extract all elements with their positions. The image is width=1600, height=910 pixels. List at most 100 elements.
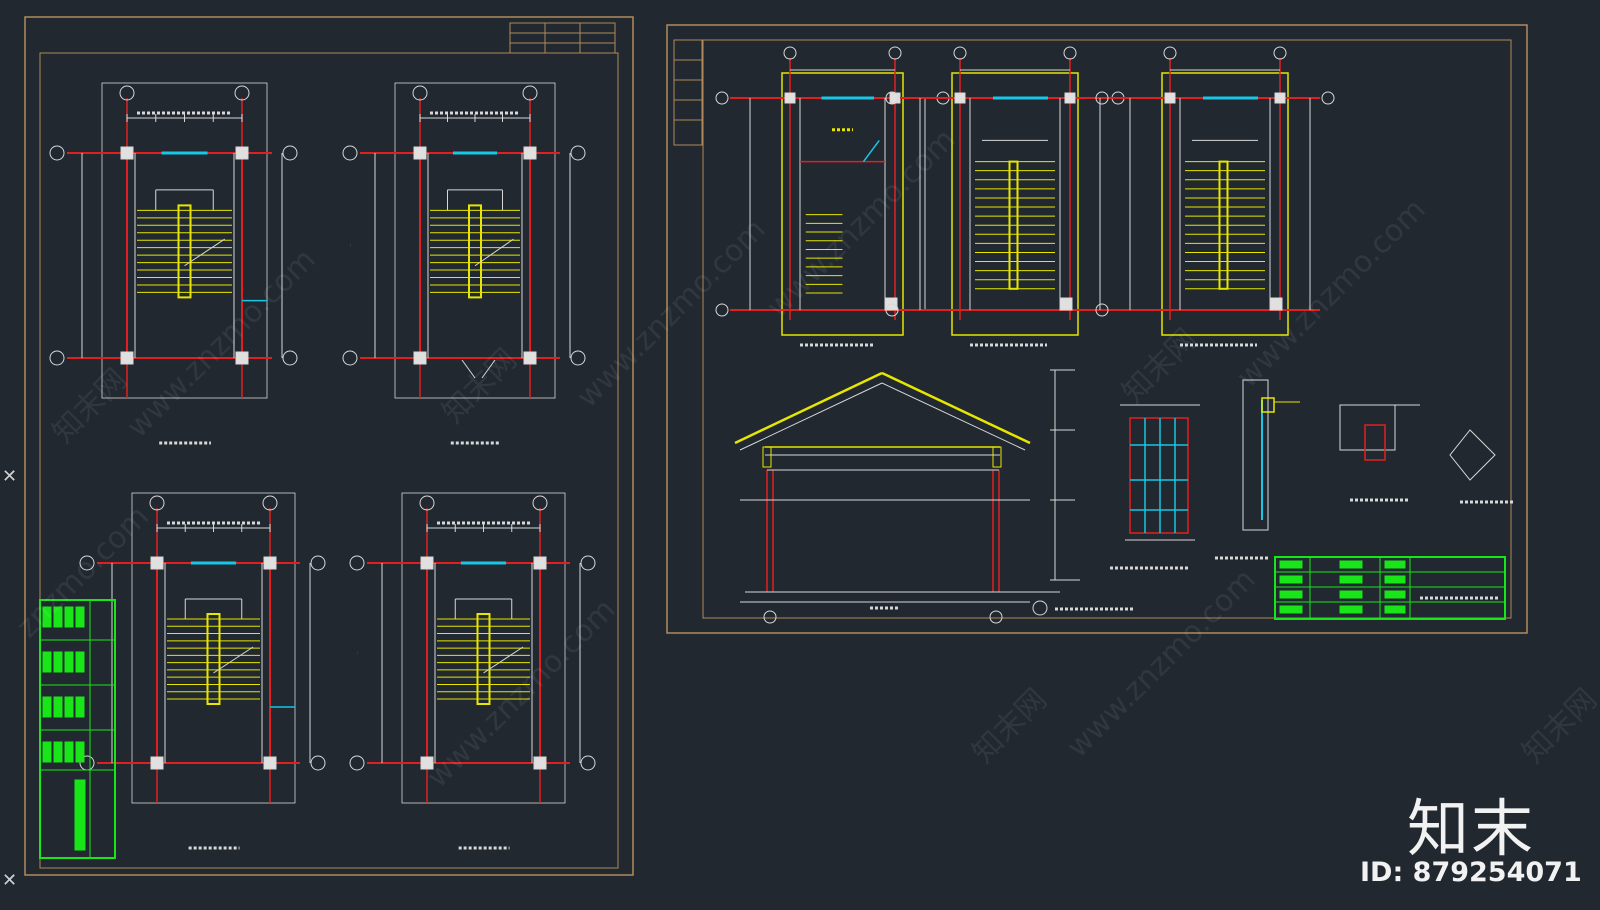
title-block-cell — [75, 696, 85, 718]
title-block-cell — [42, 606, 52, 628]
column — [120, 351, 134, 365]
column — [784, 92, 796, 104]
brand-logo: 知末 — [1407, 792, 1536, 865]
door-swing — [862, 139, 880, 163]
sheet-frame-right — [666, 24, 1528, 634]
close-icon[interactable]: ✕ — [2, 870, 18, 891]
break-line — [483, 646, 524, 674]
axis-bubble — [79, 555, 95, 571]
title-block-cell — [1279, 605, 1303, 614]
column — [1269, 297, 1283, 311]
wall-section — [1242, 379, 1269, 531]
axis-bubble — [412, 85, 428, 101]
break-line — [474, 238, 514, 267]
title-block-cell — [1339, 590, 1363, 599]
title-block-cell — [42, 741, 52, 763]
title-block-right — [1274, 556, 1506, 620]
title-block-cell — [1384, 590, 1406, 599]
column — [263, 556, 277, 570]
title-block-cell — [1384, 575, 1406, 584]
column — [1059, 297, 1073, 311]
title-block-cell — [1279, 590, 1303, 599]
stair-well — [177, 204, 192, 299]
axis-bubble — [349, 555, 365, 571]
column — [1274, 92, 1286, 104]
axis-bubble — [532, 495, 548, 511]
break-line — [213, 646, 254, 674]
title-block-cell — [75, 741, 85, 763]
axis-bubble — [1273, 46, 1287, 60]
break-line — [184, 238, 226, 267]
column — [413, 146, 427, 160]
axis-bubble — [580, 555, 596, 571]
axis-bubble — [119, 85, 135, 101]
title-block-cell — [64, 696, 74, 718]
column — [235, 146, 249, 160]
roof-line — [739, 382, 883, 451]
frame-detail — [1261, 397, 1275, 413]
bracket — [762, 446, 772, 468]
axis-bubble — [763, 610, 777, 624]
column — [420, 756, 434, 770]
axis-bubble — [282, 350, 298, 366]
title-block-cell — [1279, 575, 1303, 584]
title-block-cell — [1339, 605, 1363, 614]
plan-border — [131, 492, 296, 804]
axis-bubble — [783, 46, 797, 60]
title-block-cell — [53, 651, 63, 673]
roof-line — [881, 382, 1026, 451]
axis-bubble — [282, 145, 298, 161]
axis-bubble — [262, 495, 278, 511]
title-block-cell — [64, 741, 74, 763]
column — [1164, 92, 1176, 104]
axis-bubble — [1063, 46, 1077, 60]
axis-bubble — [1321, 91, 1335, 105]
axis-bubble — [885, 303, 899, 317]
column — [150, 756, 164, 770]
column — [120, 146, 134, 160]
sheet-frame-left — [24, 16, 634, 876]
axis-bubble — [349, 755, 365, 771]
binding-strip — [673, 39, 703, 146]
axis-bubble — [953, 46, 967, 60]
column — [420, 556, 434, 570]
column — [263, 756, 277, 770]
axis-bubble — [1163, 46, 1177, 60]
image-id-label: ID: 879254071 — [1360, 857, 1582, 888]
axis-bubble — [989, 610, 1003, 624]
axis-bubble — [342, 145, 358, 161]
column — [954, 92, 966, 104]
column — [1064, 92, 1076, 104]
revision-block — [509, 22, 616, 54]
plan-highlight-border — [951, 72, 1079, 336]
title-block-cell — [42, 696, 52, 718]
close-icon[interactable]: ✕ — [2, 466, 18, 487]
axis-bubble — [888, 46, 902, 60]
stair-well — [476, 613, 491, 705]
axis-bubble — [49, 350, 65, 366]
axis-bubble — [715, 91, 729, 105]
window-frame — [1129, 417, 1189, 534]
title-block-cell — [1339, 575, 1363, 584]
roof-line — [881, 371, 1031, 445]
axis-bubble — [342, 350, 358, 366]
detail-bubble — [1032, 600, 1048, 616]
title-block-cell — [1279, 560, 1303, 569]
detail-part — [1364, 424, 1386, 461]
detail-diamond — [1449, 429, 1496, 481]
door-leaf — [481, 359, 496, 379]
title-block-left — [39, 599, 116, 859]
axis-bubble — [149, 495, 165, 511]
title-block-cell — [53, 696, 63, 718]
title-block-cell — [64, 606, 74, 628]
column — [150, 556, 164, 570]
title-block-cell — [1384, 605, 1406, 614]
title-block-cell — [53, 606, 63, 628]
plan-highlight-border — [1161, 72, 1289, 336]
column — [235, 351, 249, 365]
axis-bubble — [310, 555, 326, 571]
title-block-cell — [42, 651, 52, 673]
title-block-cell — [74, 779, 86, 851]
stair-well — [468, 204, 482, 299]
